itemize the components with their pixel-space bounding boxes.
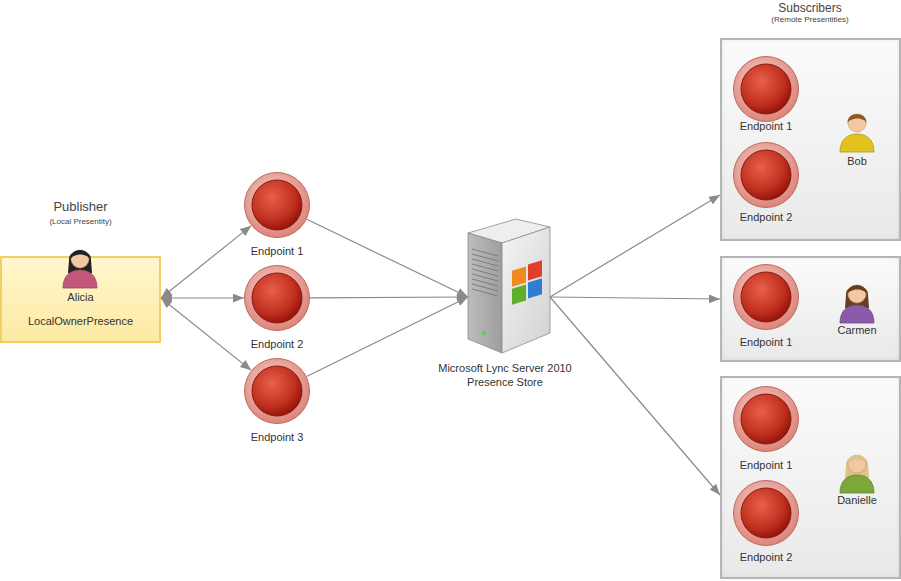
node-label: Danielle [837, 494, 877, 508]
server-node: Microsoft Lync Server 2010 Presence Stor… [430, 215, 580, 395]
group-heading: Subscribers [778, 1, 841, 15]
endpoint-ring [245, 173, 310, 238]
endpoint-core [252, 273, 302, 323]
connector-arrow [550, 195, 720, 297]
subscriber-box: CarmenEndpoint 1 [720, 256, 901, 362]
hair [847, 285, 866, 294]
node-label: Endpoint 1 [740, 336, 793, 350]
hair [847, 455, 866, 464]
endpoint-symbol [731, 480, 801, 548]
subscriber-box: Bob Endpoint 1 Endpoint 2 [720, 38, 901, 241]
endpoint-ring [734, 143, 799, 208]
endpoint-circle: Endpoint 1 [731, 386, 801, 476]
person-icon [60, 242, 100, 288]
node-label: Endpoint 2 [251, 338, 304, 352]
endpoint-circle: Endpoint 1 [731, 264, 801, 353]
endpoint-core [741, 394, 791, 444]
endpoint-circle: Endpoint 1 [731, 56, 801, 137]
endpoint-symbol [731, 264, 801, 332]
endpoint-core [252, 366, 302, 416]
endpoint-symbol [242, 265, 312, 333]
logo-square [528, 260, 542, 280]
server-icon [458, 215, 558, 357]
endpoint-ring [245, 266, 310, 331]
logo-square [512, 266, 526, 286]
endpoint-circle: Endpoint 2 [242, 265, 312, 355]
logo-square [512, 284, 526, 304]
group-subheading: (Remote Presentities) [771, 15, 848, 25]
endpoint-core [741, 64, 791, 114]
connector-arrow [310, 296, 468, 298]
endpoint-symbol [242, 172, 312, 240]
server-front [468, 233, 502, 353]
shirt [63, 270, 97, 288]
node-label: Endpoint 1 [251, 245, 304, 259]
endpoint-core [252, 180, 302, 230]
endpoint-symbol [242, 358, 312, 426]
endpoint-ring [734, 265, 799, 330]
endpoint-circle: Endpoint 3 [242, 358, 312, 448]
endpoint-circle: Endpoint 2 [731, 480, 801, 568]
endpoint-ring [734, 481, 799, 546]
node-label: (Local Presentity) [49, 217, 111, 227]
shirt [840, 134, 874, 152]
vent-line [472, 289, 498, 296]
endpoint-symbol [731, 56, 801, 124]
endpoint-symbol [731, 142, 801, 210]
heading: Publisher [53, 199, 107, 215]
head [848, 114, 866, 132]
person-icon [837, 447, 877, 493]
node-label: Microsoft Lync Server 2010 Presence Stor… [430, 362, 580, 390]
connector-arrow [550, 297, 720, 495]
endpoint-core [741, 488, 791, 538]
endpoint-core [741, 150, 791, 200]
head [71, 250, 89, 268]
node-label: LocalOwnerPresence [28, 315, 133, 329]
publisher-box: Publisher(Local Presentity)AliciaLocalOw… [0, 256, 161, 343]
connector-arrow [307, 219, 468, 297]
endpoint-ring [734, 57, 799, 122]
node-label: Endpoint 1 [740, 120, 793, 134]
node-label: Endpoint 2 [740, 211, 793, 225]
logo-square [528, 278, 542, 298]
node-label: Endpoint 3 [251, 431, 304, 445]
head [848, 285, 866, 303]
endpoint-core [741, 272, 791, 322]
connector-arrow [161, 298, 251, 370]
connector-arrow [550, 297, 720, 299]
person-icon [837, 277, 877, 323]
head [848, 455, 866, 473]
endpoint-symbol [731, 386, 801, 454]
server-side [502, 227, 550, 353]
node-label: Endpoint 1 [740, 459, 793, 473]
node-label: Endpoint 2 [740, 551, 793, 565]
node-label: Carmen [837, 324, 876, 338]
hair [847, 114, 866, 123]
hair [70, 250, 89, 259]
endpoint-ring [734, 387, 799, 452]
connector-arrow [161, 226, 251, 298]
person-icon [837, 106, 877, 152]
power-led [482, 331, 486, 335]
subscriber-box: Danielle Endpoint 1 Endpoint 2 [720, 376, 901, 579]
shirt [840, 305, 874, 323]
node-label: Alicia [67, 291, 93, 305]
connector-arrow [161, 297, 244, 298]
endpoint-ring [245, 359, 310, 424]
endpoint-circle: Endpoint 1 [242, 172, 312, 262]
endpoint-circle: Endpoint 2 [731, 142, 801, 228]
shirt [840, 475, 874, 493]
node-label: Bob [847, 155, 867, 169]
